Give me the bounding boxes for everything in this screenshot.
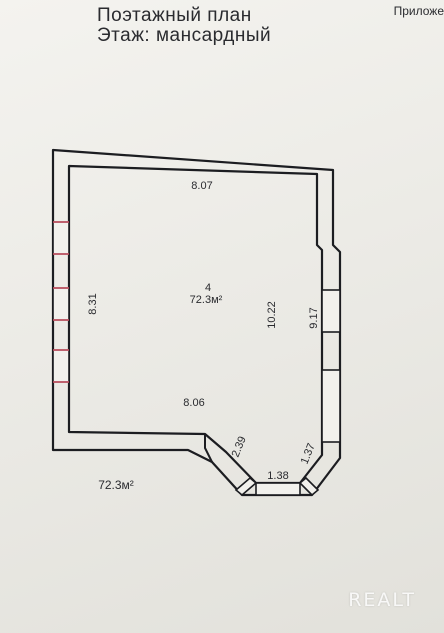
inner-wall xyxy=(67,164,324,485)
page-title: Поэтажный план Этаж: мансардный xyxy=(97,6,271,46)
left-windows xyxy=(52,221,70,383)
window-bay-right xyxy=(298,476,320,497)
title-line-1: Поэтажный план xyxy=(97,5,252,26)
dim-bottom: 8.06 xyxy=(183,397,204,409)
corner-label: Приложе xyxy=(393,4,444,18)
dim-left: 8.31 xyxy=(87,293,99,314)
window-left-1 xyxy=(52,221,70,255)
dim-right: 9.17 xyxy=(308,307,320,328)
title-line-2: Этаж: мансардный xyxy=(97,25,272,46)
total-area: 72.3м² xyxy=(98,478,134,492)
dim-inner-vertical: 10.22 xyxy=(266,301,278,329)
watermark-logo: REALT xyxy=(348,589,416,611)
dim-diag-left: 2.39 xyxy=(230,435,249,459)
window-right-2 xyxy=(321,369,341,443)
room-area: 72.3м² xyxy=(190,294,223,306)
window-bay-bottom xyxy=(255,482,301,496)
room-number: 4 xyxy=(205,282,211,294)
window-right-1 xyxy=(321,289,341,333)
outer-wall xyxy=(51,148,342,497)
window-left-3 xyxy=(52,349,70,383)
dim-bay-bottom: 1.38 xyxy=(267,470,288,482)
dim-top: 8.07 xyxy=(191,180,212,192)
bay-windows xyxy=(234,476,320,497)
left-window-marks xyxy=(53,221,69,383)
window-bay-left xyxy=(234,476,258,497)
right-windows xyxy=(321,289,341,443)
wall-notch xyxy=(204,434,213,463)
window-left-2 xyxy=(52,287,70,321)
